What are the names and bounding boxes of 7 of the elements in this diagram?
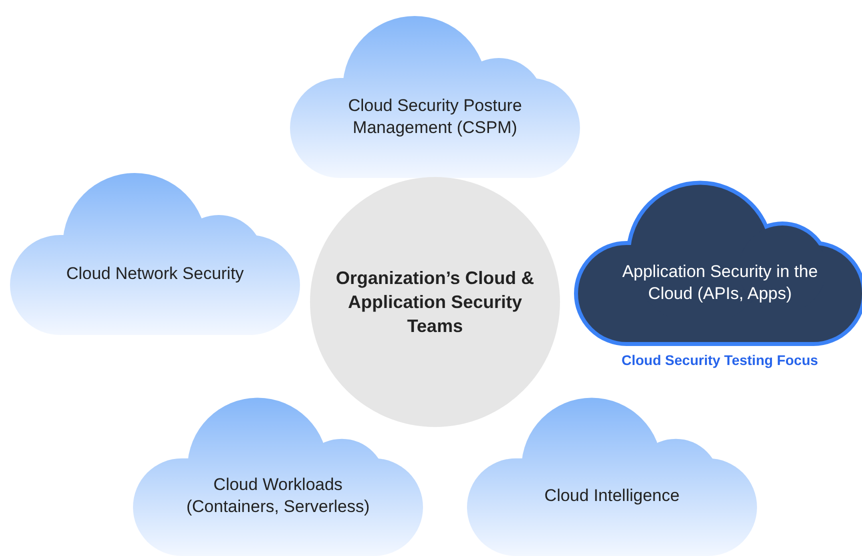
cloud-label: Cloud Intelligence <box>543 485 681 508</box>
cloud-label: Cloud Network Security <box>65 262 245 285</box>
center-title: Organization’s Cloud & Application Security Teams <box>335 267 535 338</box>
cloud-label: Cloud Security Posture Management (CSPM) <box>347 94 523 139</box>
cloud-label: Cloud Workloads (Containers, Serverless) <box>185 474 371 518</box>
focus-caption: Cloud Security Testing Focus <box>622 352 818 368</box>
cloud-label: Application Security in the Cloud (APIs, Apps) <box>621 260 819 305</box>
